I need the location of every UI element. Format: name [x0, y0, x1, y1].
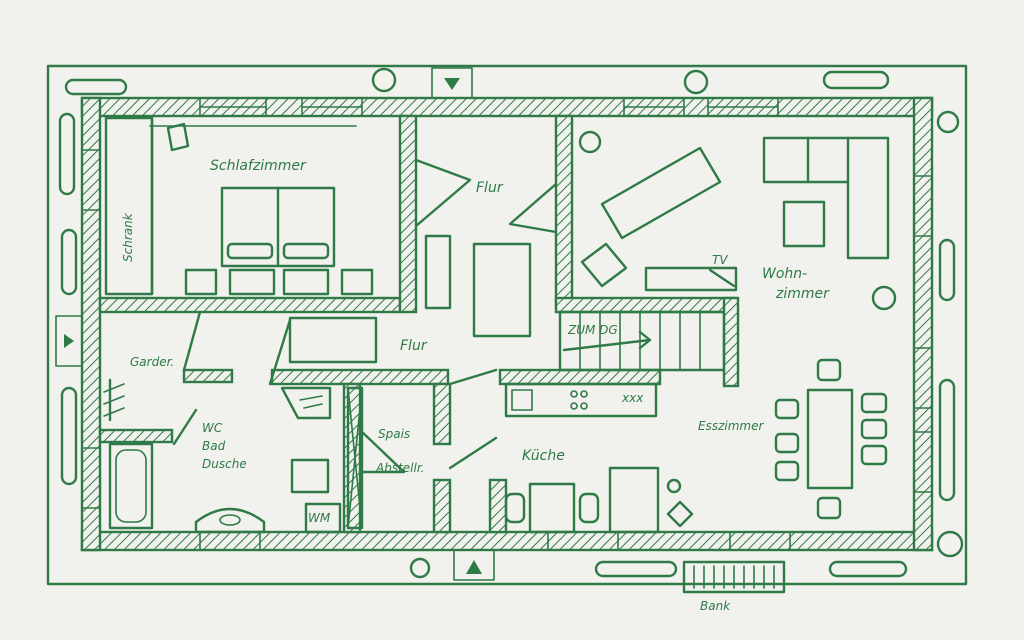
label-bank: Bank — [700, 599, 731, 613]
living-room-furniture — [578, 130, 897, 311]
plant-icon — [578, 130, 602, 154]
entrance-top-arrow — [444, 78, 460, 90]
entrance-left-arrow — [64, 334, 74, 348]
garden-plants — [58, 67, 964, 579]
label-wc: WC — [202, 421, 223, 435]
entrance-bottom-arrow — [466, 560, 482, 574]
label-wohnzimmer-2: zimmer — [775, 286, 830, 302]
label-flur-top: Flur — [476, 180, 504, 196]
garden-strip — [46, 64, 968, 586]
hall-furniture — [288, 234, 532, 364]
label-schlafzimmer: Schlafzimmer — [210, 158, 307, 174]
fridge — [608, 466, 660, 534]
label-zum-dg: ZUM DG — [567, 323, 618, 337]
label-abstellr: Abstellr. — [375, 461, 424, 475]
label-kueche: Küche — [522, 448, 565, 464]
hall-bench — [288, 316, 378, 364]
dining-furniture — [774, 358, 888, 520]
outer-walls — [80, 96, 934, 552]
washing-machine — [304, 502, 342, 534]
dining-table — [806, 388, 854, 490]
kitchen-furniture: xxx — [504, 382, 694, 534]
garden-bench — [682, 560, 786, 594]
label-garderobe: Garder. — [130, 355, 174, 369]
bathtub — [108, 442, 154, 530]
tv-board — [644, 266, 738, 292]
pantry-shelves — [346, 386, 364, 530]
hall-doors — [172, 158, 558, 474]
wardrobe-hall — [103, 378, 125, 422]
label-wm: WM — [308, 511, 331, 525]
label-bad: Bad — [202, 439, 226, 453]
label-wohnzimmer-1: Wohn- — [762, 266, 807, 282]
windows — [81, 97, 933, 551]
sink — [194, 507, 266, 534]
shower — [280, 386, 332, 420]
label-spais: Spais — [378, 427, 410, 441]
plant-icon — [871, 285, 897, 311]
living-rug — [600, 146, 722, 240]
toilet — [290, 458, 330, 494]
label-tv: TV — [712, 253, 728, 267]
kitchen-table — [528, 482, 576, 534]
kitchen-counter — [504, 382, 658, 418]
bedroom-furniture — [104, 116, 374, 296]
hall-rug — [472, 242, 532, 338]
corner-sofa — [762, 136, 890, 260]
label-dusche: Dusche — [202, 457, 247, 471]
bathroom-fixtures — [108, 386, 342, 534]
label-flur-mid: Flur — [400, 338, 428, 354]
svg-text:xxx: xxx — [621, 391, 644, 405]
room-labels: Schlafzimmer Schrank Flur Flur Wohn- zim… — [121, 158, 830, 613]
label-esszimmer: Esszimmer — [698, 419, 764, 433]
armchair — [580, 242, 628, 288]
label-schrank: Schrank — [121, 212, 135, 262]
coffee-table — [782, 200, 826, 248]
staircase — [558, 310, 726, 372]
entrance-markers — [55, 67, 495, 581]
